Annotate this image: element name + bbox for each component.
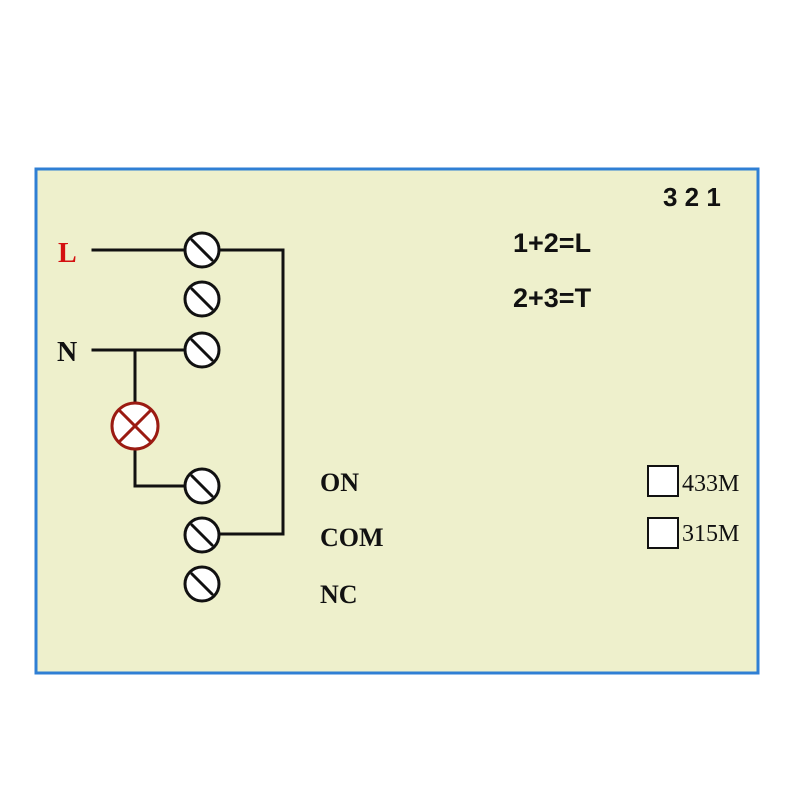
label-315m: 315M — [682, 521, 739, 547]
wires — [91, 248, 285, 536]
pin-numbers: 3 2 1 — [663, 182, 721, 212]
label-L: L — [58, 238, 77, 269]
label-NC: NC — [320, 580, 358, 609]
lamp-icon — [110, 401, 160, 451]
checkbox-433m-icon — [647, 465, 679, 497]
label-COM: COM — [320, 523, 384, 552]
terminal-NC — [183, 565, 221, 603]
code-1-2: 1+2=L — [513, 228, 591, 258]
terminal-L — [183, 231, 221, 269]
code-2-3: 2+3=T — [513, 283, 592, 313]
wire-lamp-to-ON — [133, 448, 202, 488]
label-ON: ON — [320, 468, 359, 497]
checkbox-315m-icon — [647, 517, 679, 549]
terminal-2 — [183, 280, 221, 318]
terminal-ON — [183, 467, 221, 505]
wire-L-to-COM — [198, 248, 285, 536]
terminal-N — [183, 331, 221, 369]
terminal-COM — [183, 516, 221, 554]
label-433m: 433M — [682, 471, 739, 497]
label-N: N — [57, 337, 77, 368]
